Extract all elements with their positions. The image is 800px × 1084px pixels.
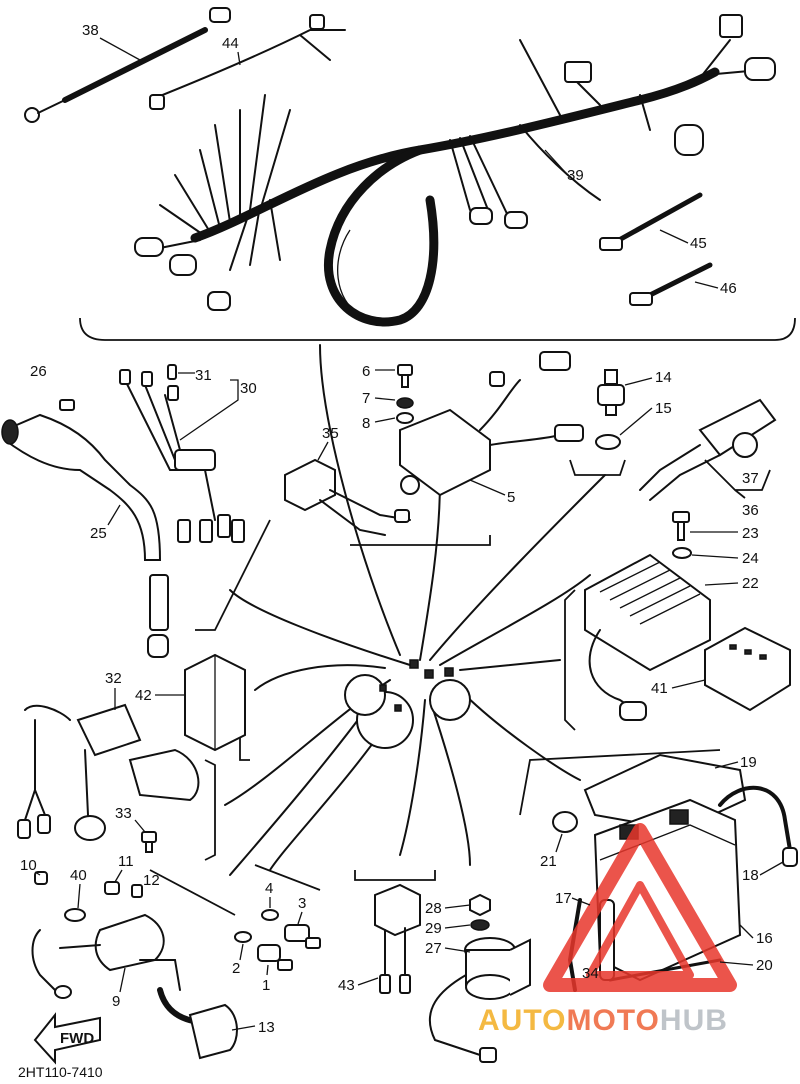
- label-31: 31: [195, 367, 212, 384]
- label-43: 43: [338, 977, 355, 994]
- label-35: 35: [322, 425, 339, 442]
- label-10: 10: [20, 857, 37, 874]
- washer-4: [261, 909, 279, 921]
- label-32: 32: [105, 670, 122, 687]
- label-34: 34: [582, 965, 599, 982]
- label-21: 21: [540, 853, 557, 870]
- washer-15: [595, 434, 621, 450]
- watermark-part1: AUTO: [478, 1004, 567, 1037]
- sub-harness-44: [149, 14, 346, 110]
- label-30: 30: [240, 380, 257, 397]
- fwd-label: FWD: [60, 1030, 94, 1047]
- rectifier-22: [584, 553, 711, 721]
- handlebar-switch-25: [1, 413, 169, 658]
- switch-14: [597, 369, 625, 416]
- label-6: 6: [362, 363, 370, 380]
- nut-28: [469, 893, 491, 917]
- relay-cover-42: [184, 653, 246, 752]
- bolt-23: [672, 511, 690, 541]
- part-26: [59, 399, 75, 411]
- main-harness: [134, 14, 776, 327]
- sensor-3: [284, 924, 321, 949]
- washer-2: [234, 931, 252, 943]
- label-38: 38: [82, 22, 99, 39]
- label-29: 29: [425, 920, 442, 937]
- relay-43: [374, 883, 421, 994]
- label-27: 27: [425, 940, 442, 957]
- connector-box-41: [704, 626, 791, 712]
- forward-direction-arrow: FWD: [33, 1012, 101, 1065]
- ignition-switch-9: [31, 913, 181, 999]
- label-11: 11: [118, 853, 134, 870]
- watermark-part3: HUB: [659, 1004, 728, 1037]
- sensor-37: [639, 398, 777, 501]
- label-39: 39: [567, 167, 584, 184]
- watermark-text: AUTOMOTOHUB: [478, 1004, 728, 1038]
- label-15: 15: [655, 400, 672, 417]
- harness-bracket: [79, 317, 796, 341]
- cable-18: [718, 785, 798, 867]
- label-36: 36: [742, 502, 759, 519]
- cable-tie-46: [629, 262, 713, 306]
- label-20: 20: [756, 957, 773, 974]
- label-23: 23: [742, 525, 759, 542]
- label-44: 44: [222, 35, 239, 52]
- label-12: 12: [143, 872, 160, 889]
- battery-cable-38: [24, 7, 231, 123]
- starter-relay-32: [17, 703, 200, 841]
- label-19: 19: [740, 754, 757, 771]
- label-42: 42: [135, 687, 152, 704]
- label-46: 46: [720, 280, 737, 297]
- relay-27: [428, 937, 531, 1063]
- bolt-6: [397, 364, 413, 388]
- label-9: 9: [112, 993, 120, 1010]
- cdi-unit-5: [399, 351, 584, 497]
- label-45: 45: [690, 235, 707, 252]
- watermark-part2: MOTO: [566, 1004, 660, 1037]
- label-1: 1: [262, 977, 270, 994]
- label-13: 13: [258, 1019, 275, 1036]
- connector-35: [284, 458, 411, 536]
- label-2: 2: [232, 960, 240, 977]
- label-41: 41: [651, 680, 668, 697]
- part-12: [131, 884, 143, 898]
- part-labels: 38 44 39 45 46 26 31 30 25 6 7 8 35 5 14…: [20, 22, 784, 1036]
- washer-8: [396, 412, 414, 424]
- label-5: 5: [507, 489, 515, 506]
- label-40: 40: [70, 867, 87, 884]
- sensor-1: [257, 944, 293, 971]
- label-28: 28: [425, 900, 442, 917]
- washer-29: [470, 919, 490, 931]
- label-16: 16: [756, 930, 773, 947]
- screw-33: [141, 831, 157, 853]
- label-18: 18: [742, 867, 759, 884]
- label-8: 8: [362, 415, 370, 432]
- group-brackets: [149, 459, 721, 916]
- label-4: 4: [265, 880, 273, 897]
- part-11: [104, 881, 120, 895]
- label-17: 17: [555, 890, 572, 907]
- part-10: [34, 871, 48, 885]
- label-3: 3: [298, 895, 306, 912]
- drawing-code: 2HT110-7410: [18, 1064, 103, 1080]
- sub-harness-30: [119, 364, 245, 543]
- routing-lines: [224, 344, 606, 876]
- label-24: 24: [742, 550, 759, 567]
- label-26: 26: [30, 363, 47, 380]
- label-37: 37: [742, 470, 759, 487]
- watermark-triangle: [543, 823, 737, 992]
- label-25: 25: [90, 525, 107, 542]
- washer-7: [396, 397, 414, 409]
- grommet-21: [552, 811, 578, 833]
- label-7: 7: [362, 390, 370, 407]
- label-22: 22: [742, 575, 759, 592]
- cable-tie-45: [599, 192, 703, 251]
- washer-24: [672, 547, 692, 559]
- washer-40: [64, 908, 86, 922]
- label-14: 14: [655, 369, 672, 386]
- label-33: 33: [115, 805, 132, 822]
- spark-plug-cap-13: [157, 987, 238, 1060]
